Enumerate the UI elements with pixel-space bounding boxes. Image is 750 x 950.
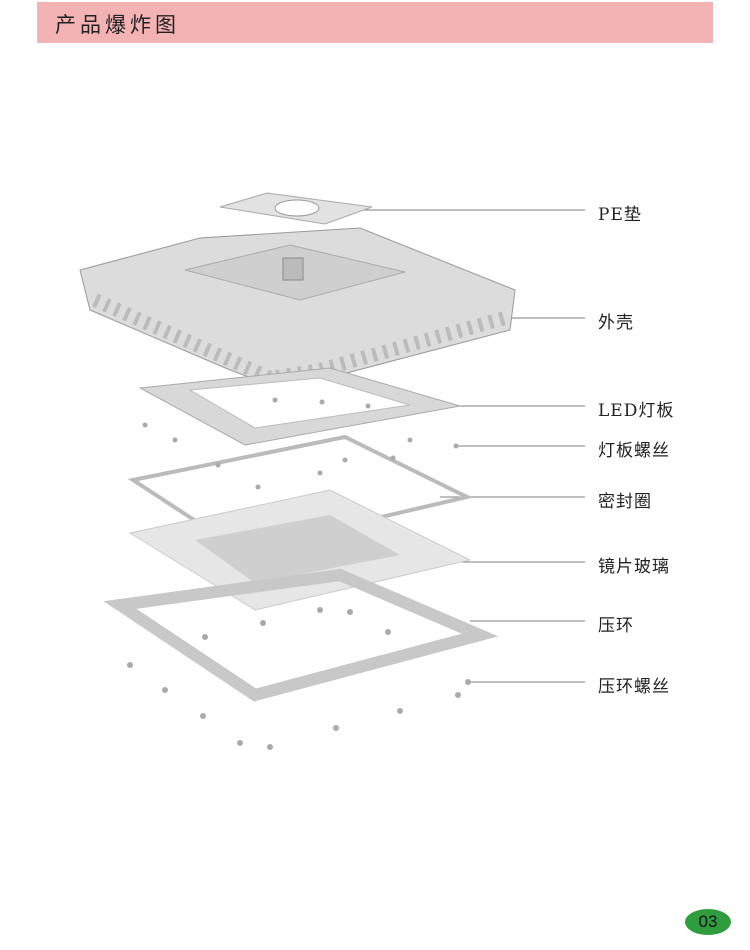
page-number-badge: 03 [685, 909, 731, 935]
label-press-ring-screws: 压环螺丝 [598, 677, 670, 697]
pe-pad-part [219, 192, 373, 225]
label-pe-pad: PE垫 [598, 205, 642, 225]
lens-glass-part [128, 489, 472, 611]
led-board-part [138, 367, 461, 446]
page-title: 产品爆炸图 [55, 13, 180, 37]
label-lens-glass: 镜片玻璃 [598, 557, 670, 577]
label-seal-ring: 密封圈 [598, 492, 652, 512]
label-housing: 外壳 [598, 313, 634, 333]
press-ring-part [103, 568, 499, 702]
section-header: 产品爆炸图 [37, 2, 713, 43]
screws [127, 397, 471, 750]
housing-part [79, 227, 516, 386]
label-board-screws: 灯板螺丝 [598, 441, 670, 461]
label-led-board: LED灯板 [598, 401, 675, 421]
label-press-ring: 压环 [598, 616, 634, 636]
